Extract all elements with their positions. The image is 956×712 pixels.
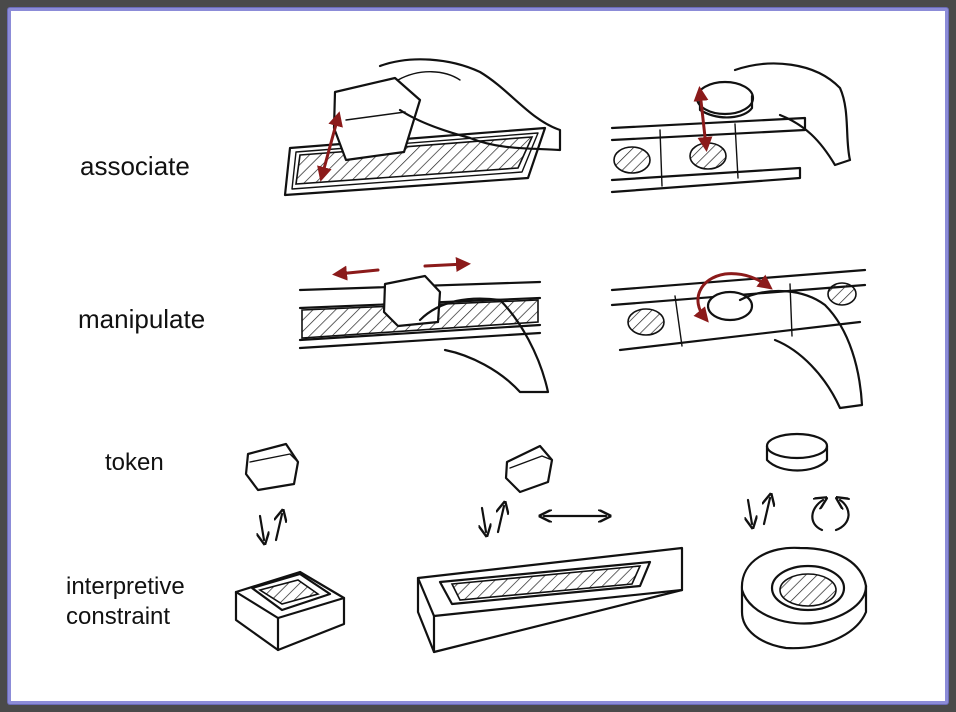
token-cube-1 bbox=[244, 442, 300, 492]
label-constraint: constraint bbox=[66, 603, 171, 630]
label-associate: associate bbox=[80, 151, 190, 181]
label-interpretive: interpretive bbox=[66, 573, 185, 600]
associate-rect-sketch bbox=[283, 58, 562, 197]
token-cube-2 bbox=[504, 444, 554, 494]
associate-round-sketch bbox=[610, 62, 852, 194]
arrows-associate-left bbox=[260, 514, 282, 540]
constraint-small-tray bbox=[234, 570, 346, 652]
constraint-long-tray bbox=[416, 546, 684, 654]
arrows-associate-middle bbox=[482, 506, 606, 532]
label-token: token bbox=[105, 449, 164, 476]
arrows-associate-right bbox=[748, 498, 849, 532]
manipulate-rotate-sketch bbox=[610, 268, 867, 410]
constraint-round-tray bbox=[740, 546, 868, 650]
token-disc bbox=[765, 432, 829, 472]
label-manipulate: manipulate bbox=[78, 304, 206, 334]
manipulate-slide-sketch bbox=[298, 256, 550, 394]
